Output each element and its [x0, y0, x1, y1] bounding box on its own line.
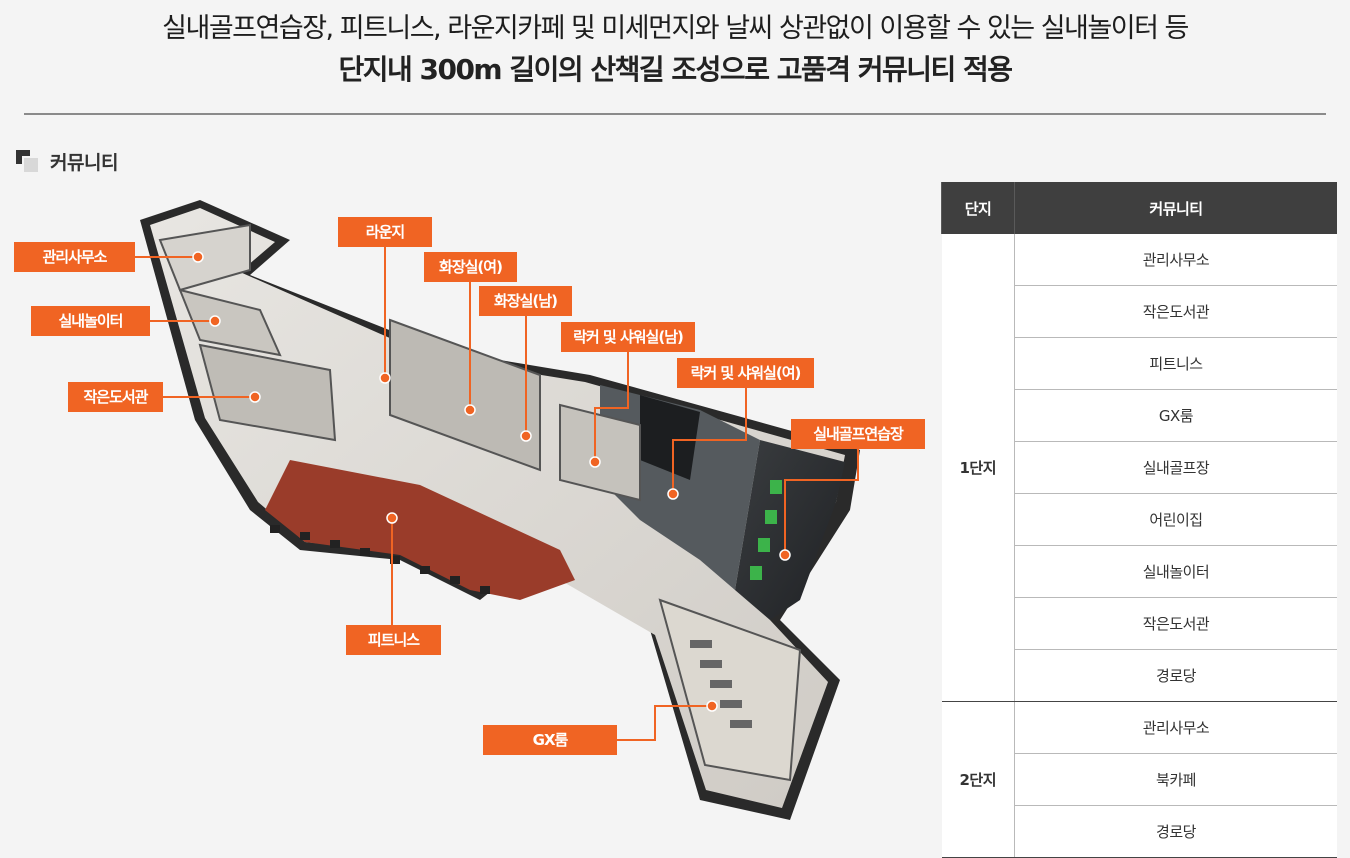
table-row: GX룸	[942, 389, 1337, 442]
marker-fitness	[386, 512, 398, 524]
community-floor-plan	[135, 200, 860, 820]
community-cell: 관리사무소	[1014, 701, 1337, 754]
golf-floor	[735, 440, 845, 620]
table-row: 피트니스	[942, 337, 1337, 390]
gx-mat	[720, 700, 742, 708]
headline-line-2: 단지내 300m 길이의 산책길 조성으로 고품격 커뮤니티 적용	[338, 53, 1013, 86]
floor-area	[150, 208, 845, 808]
headline-line-1: 실내골프연습장, 피트니스, 라운지카페 및 미세먼지와 날씨 상관없이 이용할…	[162, 13, 1189, 44]
community-cell: 어린이집	[1014, 493, 1337, 546]
room-wall	[198, 343, 337, 442]
fitness-floor	[265, 460, 575, 600]
section-title: 커뮤니티	[50, 152, 118, 174]
label-playroom: 실내놀이터	[31, 306, 150, 336]
table-row: 2단지 관리사무소	[941, 701, 1337, 858]
gx-mat	[700, 660, 722, 668]
gx-mat	[710, 680, 732, 688]
label-restroom-f: 화장실(여)	[424, 252, 517, 282]
label-gx: GX룸	[483, 725, 617, 755]
gx-mat	[730, 720, 752, 728]
col-header-community: 커뮤니티	[1014, 182, 1337, 234]
room-wall	[178, 288, 282, 357]
marker-restroom-f	[464, 404, 476, 416]
room-wall	[389, 318, 541, 472]
marker-gx	[706, 700, 718, 712]
table-row: 실내놀이터	[942, 545, 1337, 598]
leader-locker-f	[672, 388, 747, 494]
golf-mat	[765, 510, 777, 524]
label-locker-m: 락커 및 샤워실(남)	[561, 322, 695, 352]
community-cell: 경로당	[1014, 649, 1337, 702]
golf-mat	[770, 480, 782, 494]
marker-office	[192, 251, 204, 263]
marker-locker-f	[667, 488, 679, 500]
gx-mat	[690, 640, 712, 648]
marker-locker-m	[589, 456, 601, 468]
leader-gx	[617, 705, 712, 741]
marker-library	[249, 391, 261, 403]
marker-lounge	[379, 372, 391, 384]
table-row: 작은도서관	[942, 285, 1337, 338]
label-fitness: 피트니스	[346, 625, 441, 655]
leader-locker-m	[594, 352, 629, 462]
label-library: 작은도서관	[68, 382, 163, 412]
golf-mat	[758, 538, 770, 552]
locker-dark	[640, 395, 700, 480]
leader-golf	[784, 449, 859, 555]
marker-playroom	[209, 315, 221, 327]
community-table: 단지 커뮤니티 1단지 관리사무소 작은도서관 피트니스 GX룸 실내골프장 어…	[941, 182, 1337, 858]
community-cell: 작은도서관	[1014, 285, 1337, 338]
community-cell: 경로당	[1014, 805, 1337, 858]
label-lounge: 라운지	[338, 217, 432, 247]
community-cell: 실내골프장	[1014, 441, 1337, 494]
golf-mat	[750, 566, 762, 580]
section-bullet-icon	[16, 150, 38, 172]
community-cell: 실내놀이터	[1014, 545, 1337, 598]
col-header-complex: 단지	[941, 182, 1015, 234]
room-wall	[158, 223, 251, 292]
table-row: 1단지 관리사무소	[941, 234, 1337, 702]
table-row: 북카페	[942, 753, 1337, 806]
complex-cell: 1단지	[941, 234, 1015, 702]
marker-restroom-m	[520, 430, 532, 442]
community-cell: 북카페	[1014, 753, 1337, 806]
table-row: 실내골프장	[942, 441, 1337, 494]
label-golf: 실내골프연습장	[791, 419, 925, 449]
community-cell: GX룸	[1014, 389, 1337, 442]
header-divider	[24, 113, 1326, 115]
complex-cell: 2단지	[941, 701, 1015, 858]
table-row: 작은도서관	[942, 597, 1337, 650]
table-row: 경로당	[942, 649, 1337, 702]
community-cell: 피트니스	[1014, 337, 1337, 390]
label-locker-f: 락커 및 샤워실(여)	[677, 358, 814, 388]
community-cell: 관리사무소	[1014, 234, 1337, 286]
fitness-machines	[270, 525, 490, 594]
community-cell: 작은도서관	[1014, 597, 1337, 650]
label-restroom-m: 화장실(남)	[479, 286, 572, 316]
room-wall	[559, 403, 641, 502]
label-office: 관리사무소	[14, 242, 135, 272]
table-row: 어린이집	[942, 493, 1337, 546]
marker-golf	[779, 549, 791, 561]
